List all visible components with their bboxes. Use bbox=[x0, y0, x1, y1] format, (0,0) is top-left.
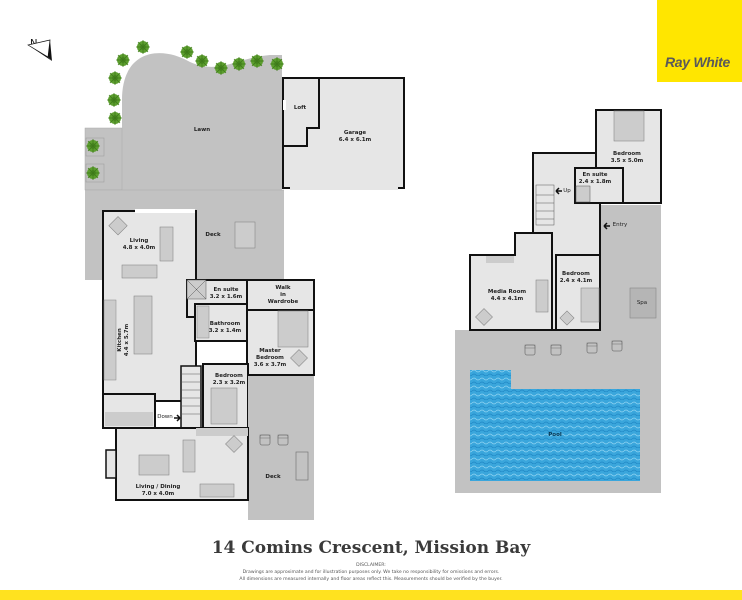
loft-label: Loft bbox=[293, 105, 307, 111]
disclaimer-line-2: All dimensions are measured internally a… bbox=[239, 577, 503, 582]
brand-name: Ray White bbox=[665, 54, 730, 70]
loft-room bbox=[282, 77, 320, 147]
ray-white-logo: Ray White bbox=[657, 0, 742, 82]
down-arrow-icon bbox=[174, 414, 181, 422]
entry-arrow-icon bbox=[603, 222, 610, 230]
deck-bottom-label: Deck bbox=[265, 474, 281, 480]
lawn-area bbox=[85, 53, 282, 191]
stairs-down-label: Down bbox=[157, 414, 173, 420]
floor-plan bbox=[84, 39, 662, 520]
disclaimer-line-1: Drawings are approximate and for illustr… bbox=[242, 570, 500, 575]
north-arrow-icon: N bbox=[26, 34, 56, 70]
stairs-up-label: Up bbox=[563, 188, 571, 194]
stairs-up bbox=[535, 184, 555, 226]
up-arrow-icon bbox=[555, 187, 562, 195]
disclaimer-heading: DISCLAIMER: bbox=[356, 563, 386, 568]
entry-label: Entry bbox=[612, 222, 628, 228]
brand-bottom-bar bbox=[0, 590, 742, 600]
stairs-down bbox=[180, 365, 202, 429]
lower-ensuite bbox=[574, 167, 624, 204]
property-address-title: 14 Comins Crescent, Mission Bay bbox=[211, 538, 531, 558]
spa bbox=[629, 287, 657, 319]
lawn-label: Lawn bbox=[193, 127, 211, 133]
spa-label: Spa bbox=[636, 300, 648, 306]
pool bbox=[470, 370, 640, 481]
pool-label: Pool bbox=[548, 432, 562, 438]
deck-bottom-area bbox=[248, 376, 314, 520]
walk-in-wardrobe bbox=[246, 279, 315, 311]
deck-top-label: Deck bbox=[205, 232, 221, 238]
